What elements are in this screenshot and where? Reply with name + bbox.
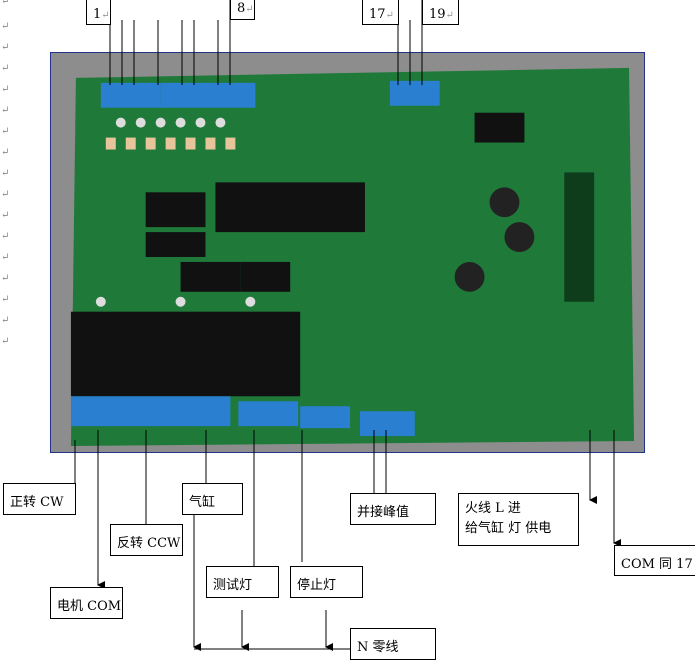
paragraph-mark: ↵: [1, 42, 10, 53]
paragraph-mark: ↵: [385, 10, 394, 21]
com17-label: COM 同 17: [614, 545, 695, 576]
stop-light-text: 停止灯: [297, 578, 337, 593]
cylinder-text: 气缸: [189, 495, 216, 510]
paragraph-mark: ↵: [1, 210, 10, 221]
cylinder-label: 气缸: [182, 483, 243, 515]
motor-com-text: 电机 COM: [57, 599, 122, 614]
stop-light-label: 停止灯: [290, 566, 363, 598]
paragraph-mark: ↵: [101, 10, 110, 21]
peak-label: 并接峰值: [350, 493, 436, 525]
pin-8-text: 8: [237, 1, 246, 16]
pin-1-label: 1↵: [86, 0, 111, 25]
live-power-text: 给气缸 灯 供电: [465, 521, 552, 536]
neutral-label: N 零线: [350, 628, 436, 660]
pin-17-label: 17↵: [362, 0, 399, 25]
ccw-text: 反转 CCW: [117, 536, 181, 551]
paragraph-mark: ↵: [1, 252, 10, 263]
paragraph-mark: ↵: [1, 105, 10, 116]
paragraph-mark: ↵: [1, 336, 10, 347]
live-line-label: 火线 L 进给气缸 灯 供电: [458, 493, 579, 546]
pin-1-text: 1: [93, 7, 102, 22]
pin-8-label: 8↵: [230, 0, 255, 20]
paragraph-mark: ↵: [1, 231, 10, 242]
pin-17-text: 17: [369, 7, 386, 22]
paragraph-mark: ↵: [1, 168, 10, 179]
paragraph-mark: ↵: [1, 0, 10, 7]
paragraph-mark: ↵: [1, 189, 10, 200]
motor-com-label: 电机 COM: [50, 587, 123, 619]
paragraph-mark: ↵: [1, 84, 10, 95]
neutral-text: N 零线: [357, 640, 399, 655]
paragraph-mark: ↵: [1, 315, 10, 326]
com17-text: COM 同 17: [621, 557, 693, 572]
live-line-text: 火线 L 进: [465, 501, 521, 516]
paragraph-mark: ↵: [445, 10, 454, 21]
paragraph-mark: ↵: [1, 126, 10, 137]
paragraph-mark: ↵: [1, 21, 10, 32]
paragraph-mark: ↵: [1, 147, 10, 158]
paragraph-mark: ↵: [245, 4, 254, 15]
pin-19-label: 19↵: [422, 0, 459, 25]
test-light-text: 测试灯: [213, 578, 253, 593]
paragraph-mark: ↵: [1, 273, 10, 284]
peak-text: 并接峰值: [357, 505, 410, 520]
cw-text: 正转 CW: [10, 495, 64, 510]
pcb-board-photo: [50, 52, 645, 453]
paragraph-mark: ↵: [1, 63, 10, 74]
paragraph-mark: ↵: [1, 294, 10, 305]
cw-label: 正转 CW: [3, 483, 76, 515]
pin-19-text: 19: [429, 7, 446, 22]
test-light-label: 测试灯: [206, 566, 279, 598]
ccw-label: 反转 CCW: [110, 524, 183, 556]
